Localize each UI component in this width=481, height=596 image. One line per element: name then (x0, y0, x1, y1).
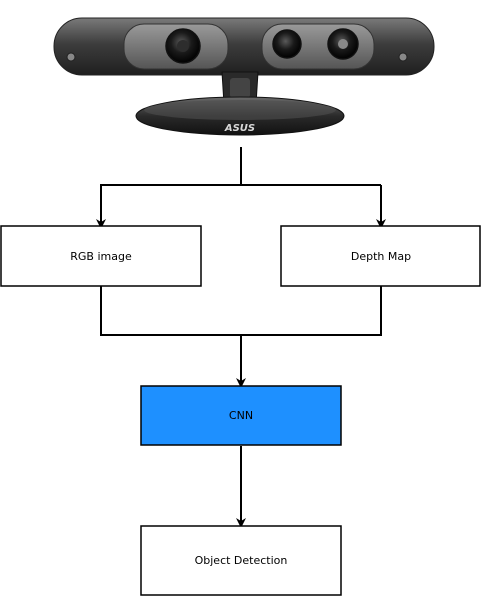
asus-logo: ASUS (224, 123, 255, 134)
depth-map-box (280, 225, 481, 287)
camera-neck-joint (230, 78, 250, 98)
object-detection-label: Object Detection (195, 554, 288, 567)
cnn-box (140, 385, 342, 446)
merge-line (100, 286, 382, 336)
ir-emitter-inner (338, 39, 348, 49)
node-cnn: CNN (140, 385, 342, 446)
screw-icon (398, 52, 408, 62)
rgb-lens-inner (177, 40, 189, 52)
node-rgb-image: RGB image (0, 225, 202, 287)
connectors (96, 147, 386, 528)
node-depth-map: Depth Map (280, 225, 481, 287)
cnn-label: CNN (229, 409, 253, 422)
depth-camera-image: ASUS (53, 17, 435, 136)
rgb-image-label: RGB image (70, 250, 132, 263)
object-detection-box (140, 525, 342, 596)
depth-map-label: Depth Map (351, 250, 411, 263)
ir-lens-icon (272, 29, 302, 59)
rgb-image-box (0, 225, 202, 287)
camera-body (53, 17, 435, 76)
screw-icon (66, 52, 76, 62)
node-object-detection: Object Detection (140, 525, 342, 596)
